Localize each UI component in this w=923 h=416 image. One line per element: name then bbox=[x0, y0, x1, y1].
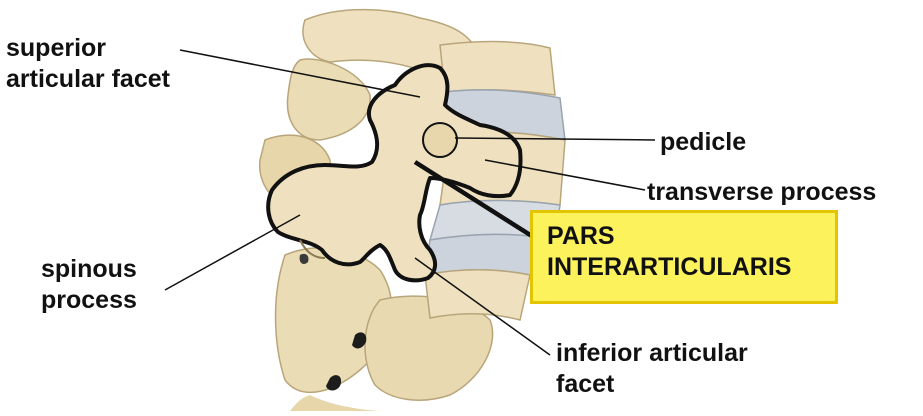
label-inferior-line1: inferior articular bbox=[556, 338, 748, 369]
label-superior-line1: superior bbox=[6, 33, 170, 64]
label-transverse-process: transverse process bbox=[647, 177, 876, 208]
label-spinous-line2: process bbox=[41, 285, 137, 316]
pars-interarticularis-highlight-box: PARS INTERARTICULARIS bbox=[530, 210, 838, 304]
label-inferior-articular-facet: inferior articular facet bbox=[556, 338, 748, 400]
label-spinous-line1: spinous bbox=[41, 254, 137, 285]
label-superior-articular-facet: superior articular facet bbox=[6, 33, 170, 95]
label-pars-line1: PARS bbox=[547, 221, 791, 252]
label-pedicle: pedicle bbox=[660, 127, 746, 158]
label-pars-line2: INTERARTICULARIS bbox=[547, 252, 791, 283]
label-pars-interarticularis: PARS INTERARTICULARIS bbox=[547, 221, 791, 283]
label-spinous-process: spinous process bbox=[41, 254, 137, 316]
label-inferior-line2: facet bbox=[556, 369, 748, 400]
pedicle-circle bbox=[423, 123, 457, 157]
label-superior-line2: articular facet bbox=[6, 64, 170, 95]
